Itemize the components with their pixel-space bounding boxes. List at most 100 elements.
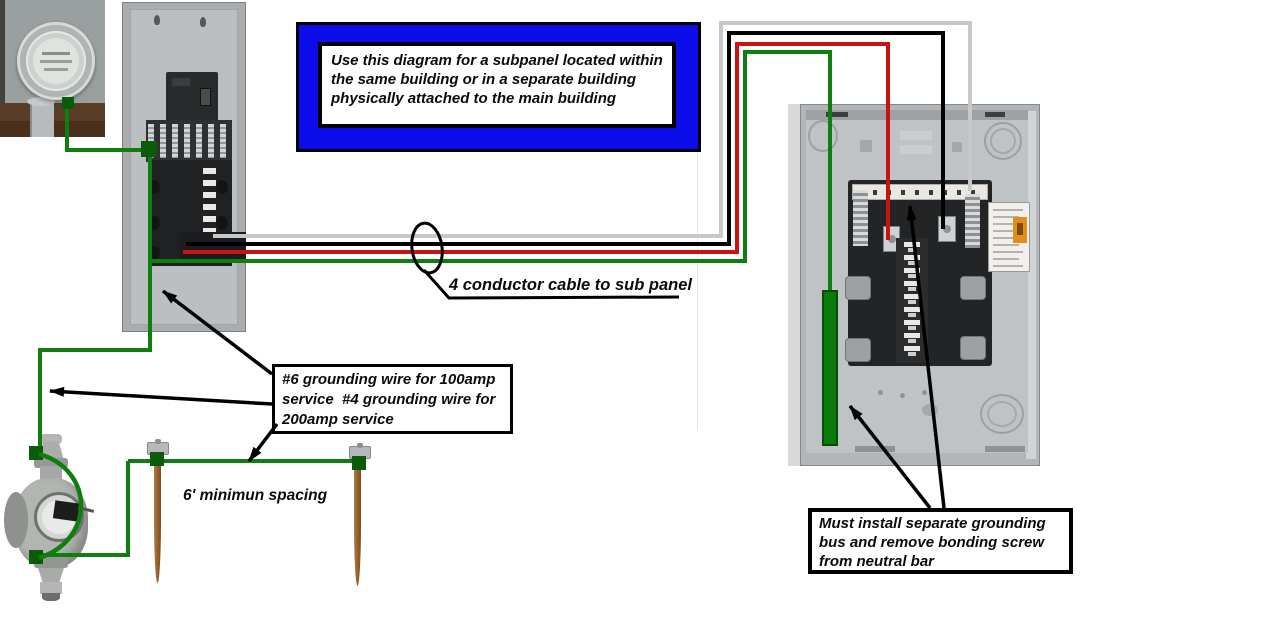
spec-label-text-line: [993, 216, 1019, 218]
terminal-bar-right: [965, 194, 980, 248]
water-meter-top-clamp: [29, 446, 43, 460]
breaker-tab-stem: [908, 287, 916, 291]
spec-label-text-line: [993, 251, 1023, 253]
sub-panel-left-shadow: [788, 104, 800, 466]
wall-shadow: [0, 0, 5, 137]
floor-dot-3: [922, 390, 927, 395]
blue-note-line3: physically attached to the main building: [331, 90, 617, 107]
spec-label-text-line: [993, 223, 1023, 225]
ground-wire-meter-to-panel: [65, 148, 152, 152]
neutral-wire-horizontal-from-main: [213, 234, 723, 238]
rod-clamp-connector-right: [352, 456, 366, 470]
ground-rod-right: [354, 459, 361, 586]
breaker-tabs: [896, 242, 928, 363]
spec-label-text-line: [993, 265, 1023, 267]
arrow-to-ground-wire: [49, 386, 273, 406]
bottom-slot-right: [985, 446, 1025, 452]
neutral-wire-riser: [719, 21, 723, 238]
ground-wire-rod-interconnect: [128, 459, 360, 463]
wm-bottom-opening: [42, 593, 60, 601]
terminal-bar-left: [853, 190, 868, 246]
breaker-tab: [904, 320, 920, 325]
spec-label-text-line: [993, 209, 1023, 211]
separate-ground-bus-bar: [822, 290, 838, 446]
breaker-tab: [904, 307, 920, 312]
blue-note-box: Use this diagram for a subpanel located …: [296, 22, 701, 152]
grounding-note-line1: #6 grounding wire for 100amp: [282, 371, 496, 388]
mount-bracket-bl: [845, 338, 871, 362]
spec-label-text-line: [993, 230, 1019, 232]
neutral-wire-top-run: [719, 21, 972, 25]
grounding-note-line2: service #4 grounding wire for: [282, 391, 496, 408]
neutral-bar-hole: [971, 190, 975, 195]
breaker-tab: [904, 346, 920, 351]
green-wire-top-run: [743, 50, 832, 54]
water-meter-bottom-clamp: [29, 550, 43, 564]
breaker-tab: [904, 242, 920, 247]
meter-ground-connector: [62, 97, 74, 109]
bus-slot: [203, 228, 216, 234]
mount-tab-left: [860, 140, 872, 152]
breaker-tab: [904, 294, 920, 299]
neutral-bar-hole: [915, 190, 919, 195]
red-wire-riser: [735, 42, 739, 254]
ground-rod-clamp-left-bolt: [155, 439, 161, 444]
keyhole-left: [154, 15, 160, 25]
neutral-bar-hole: [943, 190, 947, 195]
knockout-bottom-right-inner: [987, 401, 1017, 427]
mount-bracket-tl: [845, 276, 871, 300]
embossed-brand-mark: [900, 131, 932, 140]
ground-wire-panel-drop: [148, 150, 152, 352]
grounding-note-line3: 200amp service: [282, 411, 394, 428]
bus-slot: [203, 216, 216, 222]
embossed-brand-mark2: [900, 145, 932, 154]
rod-spacing-label: 6' minimun spacing: [183, 487, 328, 504]
top-slot-right: [985, 112, 1005, 117]
main-lug-right-screw: [943, 225, 951, 233]
main-panel-photo: [108, 0, 258, 340]
neutral-bar-hole: [957, 190, 961, 195]
main-lug-left-screw: [888, 235, 896, 243]
green-wire-horizontal-from-main: [150, 259, 747, 263]
black-wire-riser: [727, 31, 731, 246]
floor-oval-hole: [922, 404, 938, 416]
bus-tab-r2: [216, 216, 228, 230]
meter-dial-text3: [44, 68, 68, 71]
warning-sticker-mark: [1017, 223, 1023, 235]
red-wire-horizontal-from-main: [183, 250, 739, 254]
top-slot-left: [826, 112, 848, 117]
breaker-tab-stem: [908, 339, 916, 343]
electric-meter-photo: [0, 0, 105, 137]
breaker-tab-stem: [908, 313, 916, 317]
subpanel-note-line1: Must install separate grounding: [819, 515, 1046, 532]
spec-label-text-line: [993, 237, 1023, 239]
breaker-tab-stem: [908, 352, 916, 356]
spec-label-text-line: [993, 258, 1019, 260]
ground-wire-bottom-run: [40, 348, 152, 352]
breaker-tab-stem: [908, 300, 916, 304]
mount-bracket-tr: [960, 276, 986, 300]
cable-ellipse-marker: [410, 221, 444, 275]
lug-bar: [220, 124, 226, 158]
lug-bar: [196, 124, 202, 158]
mount-tab-right: [952, 142, 962, 152]
mount-bracket-br: [960, 336, 986, 360]
subpanel-note-line3: from neutral bar: [819, 553, 935, 570]
ground-wire-drop-to-water-meter: [38, 348, 42, 452]
breaker-tab-stem: [908, 248, 916, 252]
keyhole-right: [200, 17, 206, 27]
lug-bar: [160, 124, 166, 158]
bus-slot: [203, 192, 216, 198]
breaker-tab: [904, 268, 920, 273]
breaker-center-column: [896, 238, 928, 363]
breaker-tab: [904, 281, 920, 286]
breaker-tab: [904, 255, 920, 260]
ground-rod-left: [154, 455, 161, 583]
lug-bar: [172, 124, 178, 158]
main-breaker-detail: [172, 78, 190, 86]
neutral-bar-hole: [873, 190, 877, 195]
red-wire-drop-to-lug: [886, 42, 890, 240]
black-wire-horizontal-from-main: [186, 242, 731, 246]
spec-label: [988, 202, 1030, 272]
